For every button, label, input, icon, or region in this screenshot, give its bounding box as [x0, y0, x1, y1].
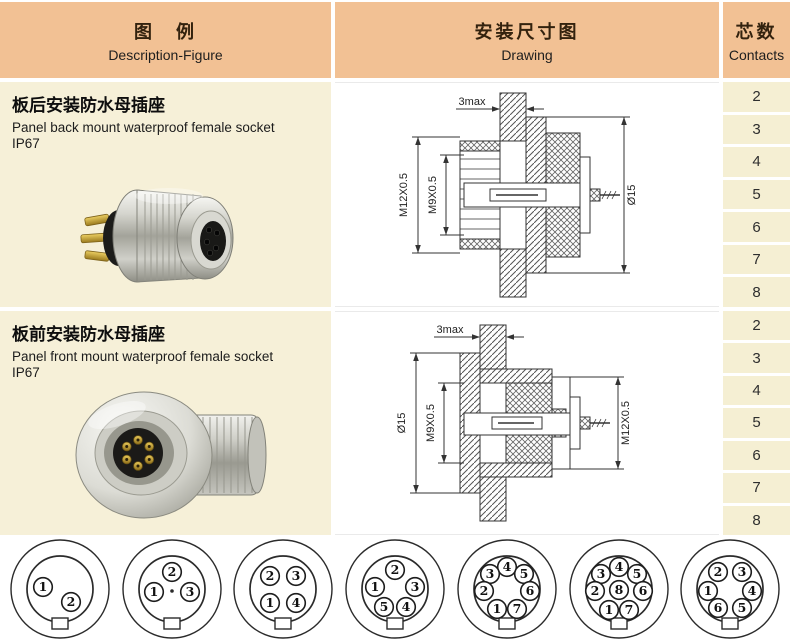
- svg-text:6: 6: [525, 583, 534, 598]
- svg-text:1: 1: [266, 595, 275, 610]
- svg-text:3max: 3max: [437, 324, 464, 336]
- svg-text:2: 2: [391, 562, 400, 577]
- svg-text:3: 3: [411, 579, 420, 594]
- svg-text:5: 5: [380, 599, 389, 614]
- svg-text:2: 2: [66, 594, 75, 609]
- product-ip-rating-back: IP67: [12, 136, 40, 152]
- header-contacts: 芯数 Contacts: [723, 2, 790, 78]
- svg-text:3: 3: [485, 566, 494, 581]
- svg-text:5: 5: [632, 566, 641, 581]
- figure-cell-back-mount: 板后安装防水母插座 Panel back mount waterproof fe…: [0, 82, 331, 307]
- svg-text:M12X0.5: M12X0.5: [620, 401, 632, 445]
- svg-text:2: 2: [479, 583, 488, 598]
- svg-text:3: 3: [292, 568, 301, 583]
- product-title-zh-back: 板后安装防水母插座: [12, 96, 165, 115]
- figure-cell-front-mount: 板前安装防水母插座 Panel front mount waterproof f…: [0, 311, 331, 535]
- svg-text:4: 4: [614, 559, 623, 574]
- contacts-cell: 2: [723, 311, 790, 341]
- pin-diagram-4-pin: 2 3 1 4: [231, 537, 335, 641]
- svg-text:2: 2: [167, 564, 176, 579]
- svg-text:2: 2: [266, 568, 275, 583]
- connector-photo-front-mount: [12, 387, 331, 527]
- drawing-cell-front-mount: Ø15 M9X0.5 M12X0.5 3max: [335, 311, 719, 535]
- svg-text:4: 4: [748, 583, 757, 598]
- contacts-cell: 5: [723, 179, 790, 210]
- contacts-cell: 6: [723, 212, 790, 242]
- contacts-cell: 6: [723, 440, 790, 471]
- svg-text:Ø15: Ø15: [396, 413, 408, 434]
- svg-text:1: 1: [704, 583, 713, 598]
- svg-text:8: 8: [614, 582, 623, 597]
- svg-text:1: 1: [604, 602, 613, 617]
- svg-text:3: 3: [738, 564, 747, 579]
- svg-text:4: 4: [502, 559, 511, 574]
- contacts-cell: 7: [723, 473, 790, 503]
- svg-text:6: 6: [638, 583, 647, 598]
- svg-text:5: 5: [738, 600, 747, 615]
- header-drawing-zh: 安装尺寸图: [474, 21, 580, 42]
- product-title-en-back: Panel back mount waterproof female socke…: [12, 120, 275, 135]
- svg-text:7: 7: [624, 602, 633, 617]
- svg-text:7: 7: [512, 601, 521, 616]
- svg-text:1: 1: [149, 584, 158, 599]
- svg-text:4: 4: [402, 599, 411, 614]
- drawing-cell-back-mount: M12X0.5 M9X0.5 Ø15 3max: [335, 82, 719, 307]
- contacts-cell: 8: [723, 277, 790, 307]
- svg-text:1: 1: [38, 579, 47, 594]
- contacts-cell: 7: [723, 244, 790, 275]
- header-contacts-zh: 芯数: [735, 21, 778, 42]
- contacts-cell: 4: [723, 375, 790, 406]
- svg-text:M12X0.5: M12X0.5: [398, 172, 410, 216]
- connector-photo-back-mount: [12, 158, 331, 303]
- svg-text:1: 1: [492, 601, 501, 616]
- header-drawing: 安装尺寸图 Drawing: [335, 2, 719, 78]
- header-contacts-en: Contacts: [728, 46, 785, 63]
- svg-text:5: 5: [519, 566, 528, 581]
- svg-text:M9X0.5: M9X0.5: [425, 404, 437, 442]
- contacts-cell: 3: [723, 343, 790, 373]
- svg-text:1: 1: [371, 579, 380, 594]
- contacts-cell: 4: [723, 147, 790, 177]
- header-figure-zh: 图 例: [134, 21, 197, 42]
- contacts-cell: 2: [723, 82, 790, 112]
- contacts-cell: 5: [723, 408, 790, 438]
- svg-text:3: 3: [596, 566, 605, 581]
- svg-text:4: 4: [292, 595, 301, 610]
- svg-text:M9X0.5: M9X0.5: [427, 176, 439, 214]
- product-title-en-front: Panel front mount waterproof female sock…: [12, 349, 274, 364]
- svg-text:3max: 3max: [459, 96, 486, 108]
- svg-text:3: 3: [185, 584, 194, 599]
- svg-text:2: 2: [590, 583, 599, 598]
- header-figure: 图 例 Description-Figure: [0, 2, 331, 78]
- svg-text:6: 6: [714, 600, 723, 615]
- header-drawing-en: Drawing: [501, 46, 553, 63]
- svg-text:2: 2: [714, 564, 723, 579]
- product-ip-rating-front: IP67: [12, 365, 40, 381]
- header-figure-en: Description-Figure: [108, 46, 223, 63]
- product-title-zh-front: 板前安装防水母插座: [12, 325, 165, 344]
- contacts-cell: 3: [723, 114, 790, 145]
- contacts-cell: 8: [723, 505, 790, 535]
- svg-text:Ø15: Ø15: [626, 184, 638, 205]
